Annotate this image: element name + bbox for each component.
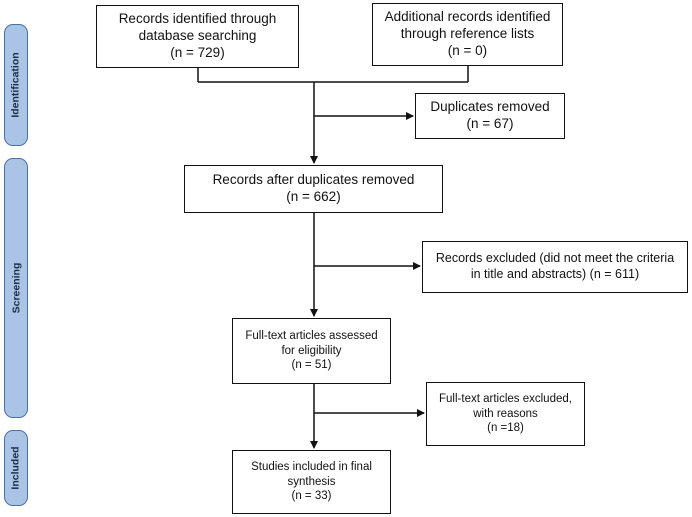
box-fulltext-excluded: Full-text articles excluded, with reason…	[426, 382, 585, 446]
box-fulltext-assessed: Full-text articles assessed for eligibil…	[232, 318, 391, 384]
box-count: (n = 67)	[466, 116, 514, 131]
box-text: Studies included in final	[251, 461, 372, 474]
box-records-excluded: Records excluded (did not meet the crite…	[422, 241, 688, 293]
box-records-after-duplicates: Records after duplicates removed (n = 66…	[184, 165, 443, 213]
box-text: Full-text articles excluded,	[439, 393, 572, 406]
box-text: Records excluded (did not meet the crite…	[435, 251, 675, 266]
box-count: (n = 33)	[291, 490, 332, 503]
box-studies-included: Studies included in final synthesis (n =…	[232, 450, 391, 514]
box-text: for eligibility	[281, 344, 342, 357]
box-text: Records identified through	[118, 11, 277, 27]
box-text: synthesis	[287, 475, 336, 488]
box-reference-records: Additional records identified through re…	[372, 3, 563, 66]
box-text: Additional records identified	[384, 9, 551, 25]
box-text: Records after duplicates removed	[212, 172, 415, 188]
box-count: (n = 0)	[447, 42, 488, 58]
phase-included-label: Included	[10, 446, 23, 490]
box-text: database searching	[138, 28, 257, 44]
box-duplicates-removed: Duplicates removed (n = 67)	[415, 93, 565, 139]
box-count: (n = 51)	[291, 359, 332, 372]
box-text: with reasons	[473, 407, 538, 420]
box-text: in title and abstracts) (n = 611)	[470, 267, 640, 281]
phase-identification: Identification	[4, 24, 28, 146]
box-text: Full-text articles assessed	[245, 330, 378, 343]
box-count: (n =18)	[487, 422, 524, 435]
phase-included: Included	[4, 430, 28, 506]
phase-screening: Screening	[4, 158, 28, 418]
box-database-records: Records identified through database sear…	[96, 5, 299, 68]
phase-screening-label: Screening	[10, 262, 22, 314]
box-count: (n = 662)	[286, 189, 341, 204]
box-text: through reference lists	[400, 26, 535, 42]
box-count: (n = 729)	[170, 44, 225, 60]
box-text: Duplicates removed	[430, 99, 550, 115]
phase-identification-label: Identification	[10, 52, 22, 118]
